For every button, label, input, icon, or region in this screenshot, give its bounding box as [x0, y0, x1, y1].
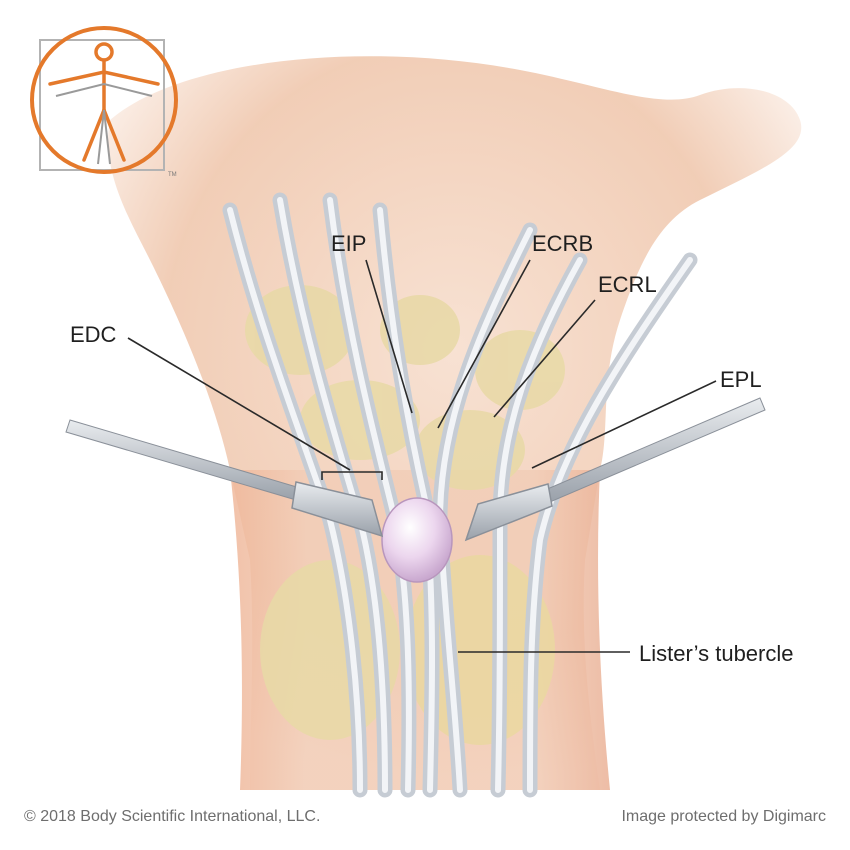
edc-bracket: [321, 471, 383, 480]
epl-label: EPL: [720, 367, 762, 392]
vitruvian-logo: TM: [30, 26, 178, 178]
ecrb-leader: [437, 259, 531, 429]
leader-lines: [127, 259, 717, 653]
left-retractor: [65, 419, 384, 538]
ecrb-label: ECRB: [532, 231, 594, 256]
ganglion-cyst: [381, 497, 453, 583]
eip-label: EIP: [331, 231, 367, 256]
trademark-mark: TM: [168, 172, 177, 178]
epl-leader: [531, 380, 717, 469]
eip-leader: [365, 259, 413, 414]
edc-leader: [127, 337, 351, 471]
edc-label: EDC: [70, 322, 117, 347]
ecrl-label: ECRL: [598, 272, 657, 297]
right-retractor: [464, 397, 766, 542]
listers-tubercle-label: Lister’s tubercle: [639, 641, 794, 666]
digimarc-notice: Image protected by Digimarc: [621, 808, 826, 825]
copyright-text: © 2018 Body Scientific International, LL…: [24, 808, 321, 825]
ecrl-leader: [493, 299, 596, 418]
